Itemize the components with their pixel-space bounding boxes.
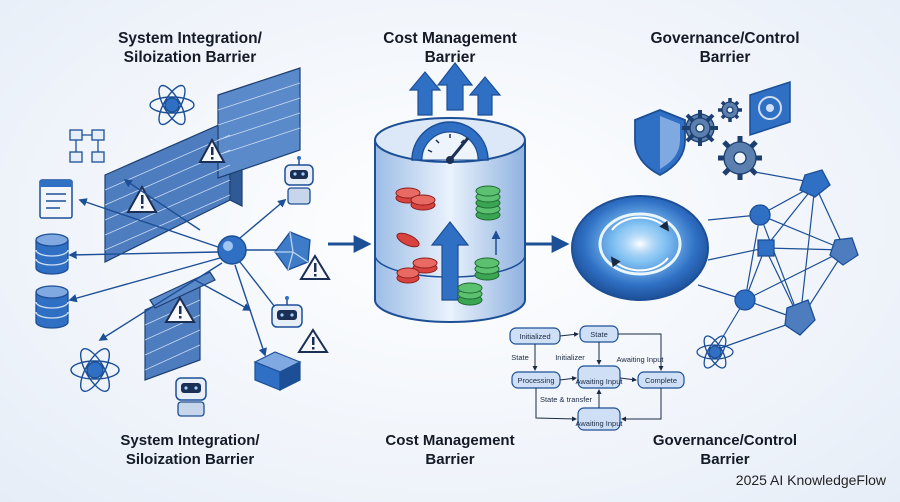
window-list-icon (39, 179, 73, 219)
control-panel-icon (749, 80, 791, 137)
state-label-awaiting-input-2: Awaiting Input (576, 419, 624, 428)
database-icon-2 (35, 285, 69, 329)
state-label-initialized: Initialized (519, 332, 550, 341)
state-label-awaiting-input: Awaiting Input (576, 377, 624, 386)
robot-icon-3 (175, 377, 207, 417)
edge-label-awaiting-input: Awaiting Input (617, 355, 665, 364)
atom-icon-2 (70, 348, 120, 392)
title-system-integration-bottom: System Integration/Siloization Barrier (120, 432, 260, 468)
brick-lines-upper (104, 82, 301, 251)
atom-icon-3 (696, 335, 734, 369)
edge-label-state-transfer: State & transfer (540, 395, 593, 404)
brick-wall-upper (104, 67, 301, 263)
red-coins-icon (395, 187, 438, 284)
connection-arrows (68, 179, 287, 357)
panel-cost-management (374, 62, 526, 323)
state-label-processing: Processing (517, 376, 554, 385)
gear-icon-2 (718, 98, 742, 122)
robot-icon-2 (271, 296, 303, 328)
credit-text: 2025 AI KnowledgeFlow (735, 472, 886, 488)
state-label-complete: Complete (645, 376, 677, 385)
edge-label-state: State (511, 353, 529, 362)
gear-icon-3 (718, 136, 762, 180)
server-stack-icon (253, 351, 302, 391)
growth-arrow-icon (430, 221, 470, 301)
brick-wall-lower (144, 271, 216, 381)
database-icon (35, 233, 69, 275)
title-system-integration-top: System Integration/Siloization Barrier (118, 30, 262, 66)
speedometer-gauge-icon (411, 121, 489, 164)
crystal-icon (274, 231, 311, 271)
robot-icon (284, 156, 314, 205)
network-lines (697, 171, 847, 351)
state-machine-diagram: Initialized State Processing Awaiting In… (509, 325, 685, 431)
panel-governance: Initialized State Processing Awaiting In… (509, 80, 859, 431)
state-label-state: State (590, 330, 608, 339)
up-arrows-icon (408, 62, 502, 116)
edge-label-initializer: Initializer (555, 353, 585, 362)
green-coins-icon (457, 185, 501, 306)
network-nodes (734, 169, 859, 336)
flowchart-icon (69, 129, 105, 163)
state-node-awaiting-input (577, 365, 621, 389)
panel-system-integration (35, 67, 331, 417)
gear-icon (682, 110, 718, 146)
hub-sphere-icon (217, 235, 247, 265)
atom-icon (149, 84, 195, 126)
